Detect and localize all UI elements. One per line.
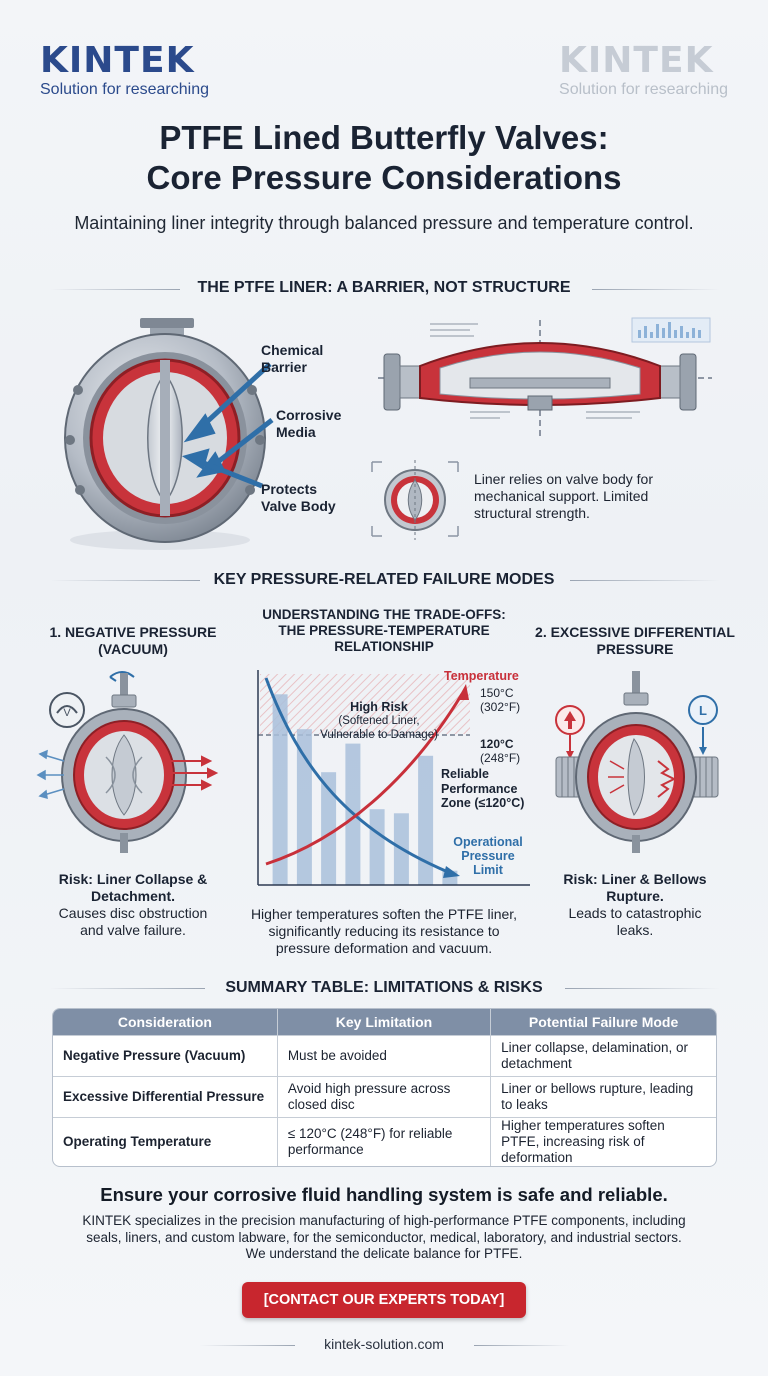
page-subtitle: Maintaining liner integrity through bala…	[74, 213, 694, 233]
pressure-arrowhead	[443, 866, 460, 878]
vacuum-effect: Causes disc obstruction and valve failur…	[58, 905, 208, 938]
cta-body: KINTEK specializes in the precision manu…	[82, 1213, 686, 1261]
footer-divider	[474, 1345, 569, 1346]
chart-bar	[296, 729, 312, 885]
table-cell: Avoid high pressure across closed disc	[276, 1075, 491, 1117]
brand-name: KINTEK	[40, 40, 195, 81]
series-line-temperature	[265, 693, 464, 866]
footer-divider	[200, 1345, 295, 1346]
section-heading-failure-modes: KEY PRESSURE-RELATED FAILURE MODES	[213, 571, 555, 588]
kintek-logo: KINTEK Solution for researching	[40, 42, 209, 100]
high-risk-zone	[260, 674, 470, 734]
section-heading-summary: SUMMARY TABLE: LIMITATIONS & RISKS	[225, 979, 543, 996]
table-row: Excessive Differential Pressure Avoid hi…	[53, 1075, 716, 1117]
pressure-temperature-chart	[257, 670, 530, 886]
differential-effect: Leads to catastrophic leaks.	[568, 905, 702, 938]
watermark-tagline: Solution for researching	[559, 81, 728, 98]
temp-120-label: 120°C (248°F)	[480, 737, 521, 765]
table-cell: Must be avoided	[276, 1034, 491, 1076]
differential-valve-illustration: L	[555, 671, 719, 853]
section-divider	[565, 988, 720, 989]
section-divider	[50, 289, 180, 290]
differential-risk: Risk: Liner & Bellows Rupture.	[563, 871, 707, 904]
callout-chemical-barrier: Chemical Barrier	[261, 342, 324, 375]
tradeoffs-chart-title: UNDERSTANDING THE TRADE-OFFS: THE PRESSU…	[262, 607, 506, 654]
vacuum-valve-illustration: V	[36, 671, 219, 853]
table-cell: Excessive Differential Pressure	[53, 1075, 278, 1117]
chart-bar	[369, 809, 385, 885]
series-line-pressure	[264, 677, 449, 874]
callout-corrosive-media: Corrosive Media	[276, 407, 342, 440]
summary-table: Consideration Key Limitation Potential F…	[52, 1008, 717, 1167]
temperature-arrowhead	[457, 684, 469, 700]
table-header-row: Consideration Key Limitation Potential F…	[53, 1009, 716, 1035]
table-cell: Liner or bellows rupture, leading to lea…	[490, 1075, 716, 1117]
reliable-zone-label: Reliable Performance Zone (≤120°C)	[441, 767, 525, 810]
table-row: Negative Pressure (Vacuum) Must be avoid…	[53, 1034, 716, 1076]
liner-support-note: Liner relies on valve body for mechanica…	[474, 471, 653, 521]
svg-text:L: L	[699, 703, 707, 718]
lined-valve-illustration	[64, 317, 712, 550]
cta-heading: Ensure your corrosive fluid handling sys…	[100, 1184, 668, 1205]
table-row: Operating Temperature ≤ 120°C (248°F) fo…	[53, 1116, 716, 1166]
pressure-series-label: Operational Pressure Limit	[453, 835, 523, 877]
vacuum-gauge-icon: V	[63, 707, 71, 719]
table-cell: Liner collapse, delamination, or detachm…	[490, 1034, 716, 1076]
chart-bar	[321, 772, 337, 885]
chart-caption: Higher temperatures soften the PTFE line…	[250, 906, 518, 956]
column-header: Key Limitation	[276, 1009, 491, 1035]
low-pressure-icon	[688, 695, 718, 725]
section-divider	[50, 580, 200, 581]
column-header: Consideration	[53, 1009, 278, 1035]
vacuum-risk: Risk: Liner Collapse & Detachment.	[58, 871, 208, 904]
liner-support-icon	[371, 460, 459, 540]
table-cell: Operating Temperature	[53, 1116, 278, 1166]
kintek-watermark-logo: KINTEK Solution for researching	[559, 42, 728, 100]
contact-experts-button[interactable]: [CONTACT OUR EXPERTS TODAY]	[242, 1282, 526, 1318]
section-divider	[592, 289, 720, 290]
cross-section-illustration	[378, 317, 712, 440]
website-link[interactable]: kintek-solution.com	[324, 1336, 444, 1352]
temp-150-label: 150°C (302°F)	[480, 686, 521, 714]
watermark-brand-name: KINTEK	[559, 40, 714, 81]
brand-tagline: Solution for researching	[40, 81, 209, 98]
section-heading-liner: THE PTFE LINER: A BARRIER, NOT STRUCTURE	[197, 279, 571, 296]
chart-bar	[272, 694, 288, 885]
title-line-2: Core Pressure Considerations	[146, 159, 622, 196]
page-title: PTFE Lined Butterfly Valves: Core Pressu…	[0, 118, 768, 198]
column-header: Potential Failure Mode	[490, 1009, 716, 1035]
failure-mode-vacuum-title: 1. NEGATIVE PRESSURE (VACUUM)	[49, 624, 217, 657]
callout-protects-valve-body: Protects Valve Body	[261, 481, 336, 514]
section-divider	[570, 580, 720, 581]
table-cell: Higher temperatures soften PTFE, increas…	[490, 1116, 716, 1166]
failure-mode-differential-title: 2. EXCESSIVE DIFFERENTIAL PRESSURE	[535, 624, 735, 657]
title-line-1: PTFE Lined Butterfly Valves:	[159, 119, 609, 156]
high-risk-label: High Risk (Softened Liner, Vulnerable to…	[320, 700, 438, 741]
section-divider	[50, 988, 205, 989]
chart-bar	[418, 755, 434, 885]
temperature-series-label: Temperature	[444, 669, 519, 683]
table-cell: Negative Pressure (Vacuum)	[53, 1034, 278, 1076]
table-cell: ≤ 120°C (248°F) for reliable performance	[276, 1116, 491, 1166]
